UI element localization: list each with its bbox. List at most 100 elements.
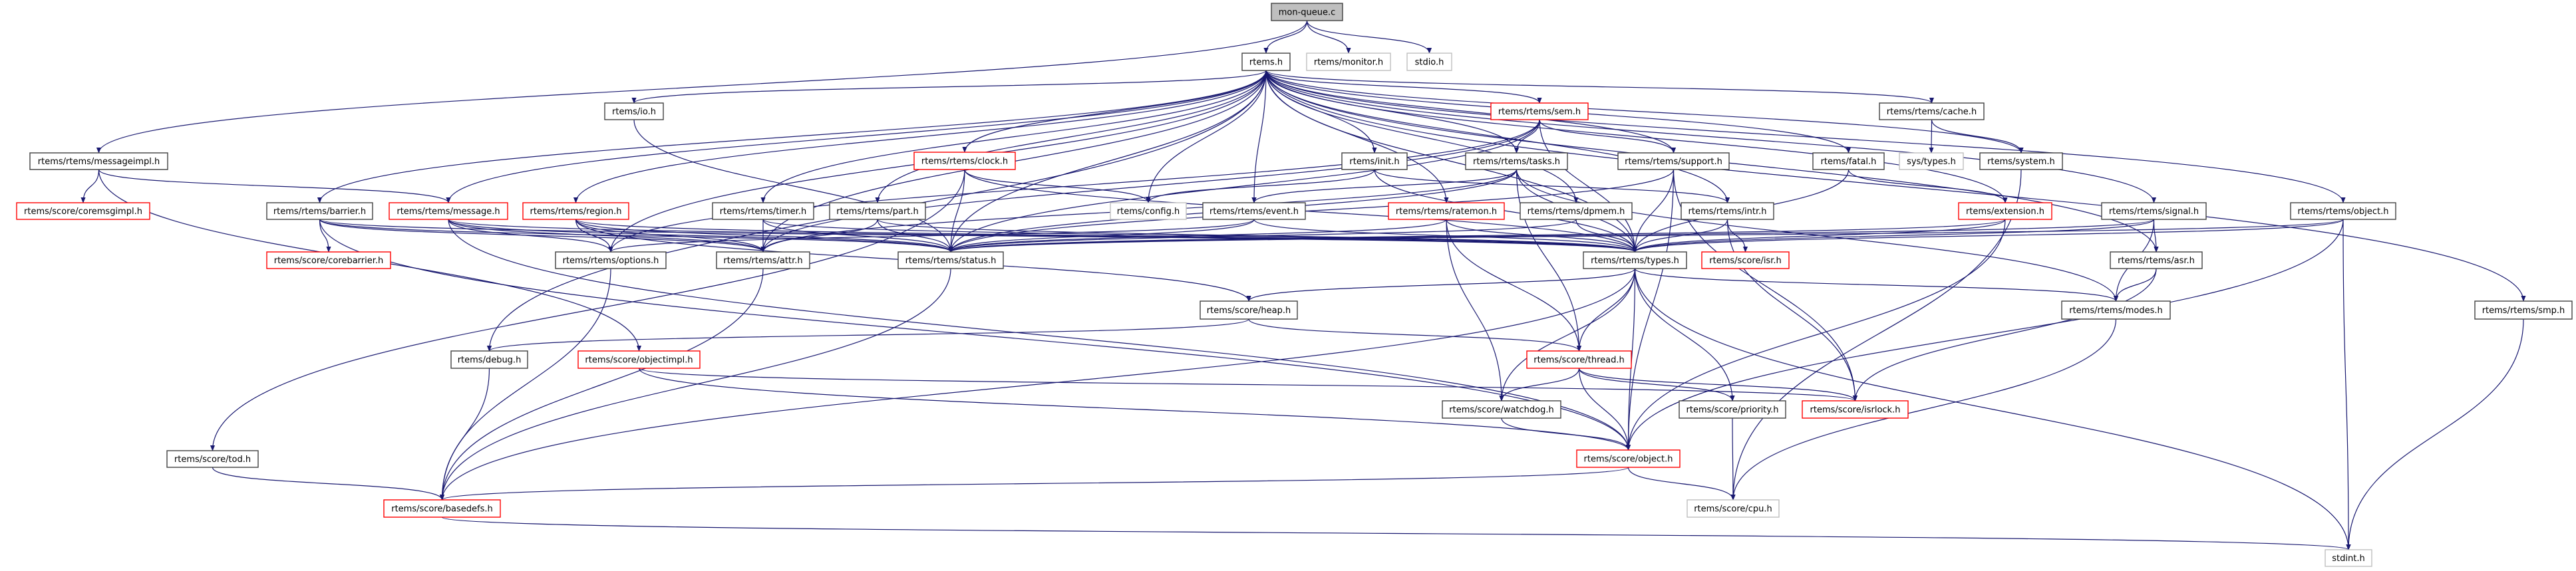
node-barrier-h[interactable]: rtems/rtems/barrier.h	[266, 202, 373, 220]
node-part-h[interactable]: rtems/rtems/part.h	[829, 202, 926, 220]
node-region-h[interactable]: rtems/rtems/region.h	[522, 202, 629, 220]
node-clock-h[interactable]: rtems/rtems/clock.h	[913, 152, 1016, 170]
node-label: rtems/rtems/signal.h	[2109, 207, 2199, 217]
node-ratemon-h[interactable]: rtems/rtems/ratemon.h	[1388, 202, 1505, 220]
node-box	[1802, 400, 1909, 419]
node-sobject-h[interactable]: rtems/score/object.h	[1576, 449, 1681, 468]
node-label: rtems/monitor.h	[1314, 58, 1383, 68]
edge-intr_h-to-isr_h	[1726, 219, 1748, 253]
edge-sem_h-to-tasks_h	[1514, 119, 1540, 154]
node-label: stdio.h	[1415, 58, 1444, 68]
node-extension-h[interactable]: rtems/extension.h	[1958, 202, 2052, 220]
node-tasks-h[interactable]: rtems/rtems/tasks.h	[1465, 152, 1568, 170]
node-rtems-h[interactable]: rtems.h	[1241, 53, 1291, 71]
edge-rtems_h-to-clock_h	[962, 70, 1267, 153]
node-isrlock-h[interactable]: rtems/score/isrlock.h	[1802, 400, 1909, 419]
node-monqueue[interactable]: mon-queue.c	[1271, 3, 1343, 21]
node-heap-h[interactable]: rtems/score/heap.h	[1200, 300, 1298, 320]
node-label: rtems/rtems/smp.h	[2482, 306, 2565, 316]
node-basedefs-h[interactable]: rtems/score/basedefs.h	[383, 499, 501, 518]
edge-init_h-to-intr_h	[1374, 169, 1730, 203]
node-asr-h[interactable]: rtems/rtems/asr.h	[2110, 251, 2203, 269]
node-isr-h[interactable]: rtems/score/isr.h	[1701, 251, 1790, 269]
node-options-h[interactable]: rtems/rtems/options.h	[555, 251, 667, 269]
edge-heap_h-to-thread_h	[1248, 318, 1581, 352]
edge-messageimpl_h-to-coremsgimpl_h	[80, 169, 100, 203]
node-modes-h[interactable]: rtems/rtems/modes.h	[2061, 300, 2171, 320]
node-status-h[interactable]: rtems/rtems/status.h	[897, 251, 1004, 269]
edge-support_h-to-types_h	[1632, 169, 1675, 253]
edge-barrier_h-to-attr_h	[319, 219, 766, 253]
node-messageimpl-h[interactable]: rtems/rtems/messageimpl.h	[29, 152, 168, 170]
edge-monqueue-to-rtems_h	[1263, 20, 1308, 54]
node-box	[1812, 152, 1885, 170]
node-box	[604, 102, 664, 120]
node-sem-h[interactable]: rtems/rtems/sem.h	[1490, 102, 1589, 120]
node-label: rtems/rtems/sem.h	[1498, 107, 1581, 117]
node-label: rtems/score/isr.h	[1709, 256, 1781, 266]
node-label: rtems/score/coremsgimpl.h	[24, 207, 142, 217]
node-coremsgimpl-h[interactable]: rtems/score/coremsgimpl.h	[16, 202, 150, 220]
node-label: rtems/rtems/modes.h	[2069, 306, 2163, 316]
edge-message_h-to-status_h	[448, 219, 953, 253]
edge-init_h-to-types_h	[1374, 169, 1638, 253]
edge-monqueue-to-messageimpl_h	[96, 20, 1308, 154]
edge-rtems_h-to-sem_h	[1265, 70, 1542, 104]
node-label: rtems/rtems/asr.h	[2118, 256, 2195, 266]
node-label: rtems/rtems/event.h	[1209, 207, 1299, 217]
node-init-h[interactable]: rtems/init.h	[1341, 152, 1408, 170]
edge-sobject_h-to-cpu_h	[1627, 467, 1736, 501]
edge-part_h-to-attr_h	[760, 219, 878, 253]
edge-clock_h-to-config_h	[964, 169, 1151, 203]
edge-modes_h-to-cpu_h	[1730, 318, 2117, 501]
edge-rtems_h-to-extension_h	[1265, 70, 2008, 203]
node-tod-h[interactable]: rtems/score/tod.h	[166, 450, 259, 468]
node-debug-h[interactable]: rtems/debug.h	[450, 350, 528, 369]
node-watchdog-h[interactable]: rtems/score/watchdog.h	[1442, 400, 1561, 419]
edge-thread_h-to-sobject_h	[1578, 368, 1631, 451]
edge-attr_h-to-basedefs_h	[439, 268, 764, 501]
node-label: rtems/score/watchdog.h	[1449, 405, 1553, 415]
node-box	[1341, 152, 1408, 170]
node-dpmem-h[interactable]: rtems/rtems/dpmem.h	[1520, 202, 1633, 220]
node-support-h[interactable]: rtems/rtems/support.h	[1617, 152, 1730, 170]
node-thread-h[interactable]: rtems/score/thread.h	[1526, 350, 1632, 369]
node-label: rtems/score/thread.h	[1533, 356, 1625, 366]
node-label: rtems/score/heap.h	[1207, 306, 1291, 316]
node-timer-h[interactable]: rtems/rtems/timer.h	[712, 202, 814, 220]
node-label: rtems/rtems/types.h	[1591, 256, 1679, 266]
node-priority-h[interactable]: rtems/score/priority.h	[1679, 400, 1786, 419]
edge-thread_h-to-watchdog_h	[1499, 368, 1580, 401]
edge-support_h-to-status_h	[948, 169, 1675, 253]
edge-types_h-to-priority_h	[1634, 268, 1735, 401]
node-intr-h[interactable]: rtems/rtems/intr.h	[1681, 202, 1774, 220]
node-box	[266, 202, 373, 220]
node-io-h[interactable]: rtems/io.h	[604, 102, 664, 120]
edge-rtems_h-to-types_h	[1265, 70, 1638, 253]
node-signal-h[interactable]: rtems/rtems/signal.h	[2101, 202, 2207, 220]
edge-objectimpl_h-to-isrlock_h	[638, 368, 1857, 401]
node-attr-h[interactable]: rtems/rtems/attr.h	[716, 251, 810, 269]
node-corebarrier-h[interactable]: rtems/score/corebarrier.h	[266, 251, 391, 269]
edge-robject_h-to-types_h	[1633, 219, 2344, 253]
node-message-h[interactable]: rtems/rtems/message.h	[389, 202, 508, 220]
node-label: rtems.h	[1249, 58, 1283, 68]
edge-sem_h-to-types_h	[1539, 119, 1638, 253]
edge-rtems_h-to-event_h	[1251, 70, 1267, 203]
edge-monqueue-to-stdio_h	[1306, 20, 1432, 54]
edge-tasks_h-to-thread_h	[1516, 169, 1582, 352]
edge-heap_h-to-debug_h	[487, 318, 1249, 352]
node-box	[2110, 251, 2203, 269]
node-event-h[interactable]: rtems/rtems/event.h	[1202, 202, 1306, 220]
node-system-h[interactable]: rtems/system.h	[1979, 152, 2063, 170]
edge-sem_h-to-attr_h	[760, 119, 1540, 253]
edge-robject_h-to-status_h	[948, 219, 2344, 253]
node-types-h[interactable]: rtems/rtems/types.h	[1583, 251, 1687, 269]
node-robject-h[interactable]: rtems/rtems/object.h	[2290, 202, 2396, 220]
node-cache-h[interactable]: rtems/rtems/cache.h	[1879, 102, 1985, 120]
node-fatal-h[interactable]: rtems/fatal.h	[1812, 152, 1885, 170]
node-smp-h[interactable]: rtems/rtems/smp.h	[2474, 300, 2573, 320]
node-box	[1388, 202, 1505, 220]
node-objectimpl-h[interactable]: rtems/score/objectimpl.h	[577, 350, 701, 369]
